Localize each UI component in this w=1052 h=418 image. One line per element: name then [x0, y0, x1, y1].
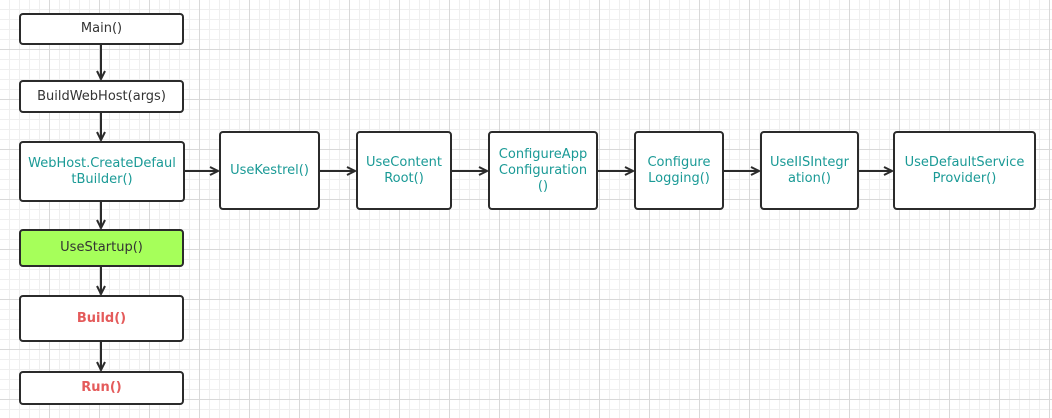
node-run-label: Run() [81, 380, 122, 395]
node-use-kestrel-label: UseKestrel() [230, 162, 309, 178]
node-use-kestrel: UseKestrel() [219, 131, 320, 210]
node-create-default-builder: WebHost.CreateDefaul tBuilder() [19, 141, 185, 202]
node-build-label: Build() [76, 310, 127, 326]
node-main: Main() [19, 13, 184, 45]
node-use-content-root-label: UseContent Root() [366, 154, 442, 186]
node-configure-logging-label: Configure Logging() [647, 154, 711, 186]
node-use-startup: UseStartup() [19, 229, 184, 267]
node-use-default-service-provider-label: UseDefaultService Provider() [904, 154, 1025, 186]
node-configure-app-configuration: ConfigureApp Configuration () [488, 131, 598, 210]
node-use-content-root: UseContent Root() [356, 131, 452, 210]
node-use-default-service-provider: UseDefaultService Provider() [893, 131, 1036, 210]
node-build: Build() [19, 295, 184, 342]
node-use-iis-integration-label: UseIISIntegr ation() [770, 154, 849, 186]
node-build-web-host-label: BuildWebHost(args) [37, 88, 166, 104]
node-use-startup-label: UseStartup() [60, 240, 143, 255]
node-run: Run() [19, 371, 184, 405]
node-configure-logging: Configure Logging() [634, 131, 724, 210]
node-build-web-host: BuildWebHost(args) [19, 80, 184, 113]
node-use-iis-integration: UseIISIntegr ation() [760, 131, 859, 210]
node-main-label: Main() [80, 21, 123, 36]
node-create-default-builder-label: WebHost.CreateDefaul tBuilder() [28, 155, 176, 187]
node-configure-app-configuration-label: ConfigureApp Configuration () [498, 146, 588, 194]
